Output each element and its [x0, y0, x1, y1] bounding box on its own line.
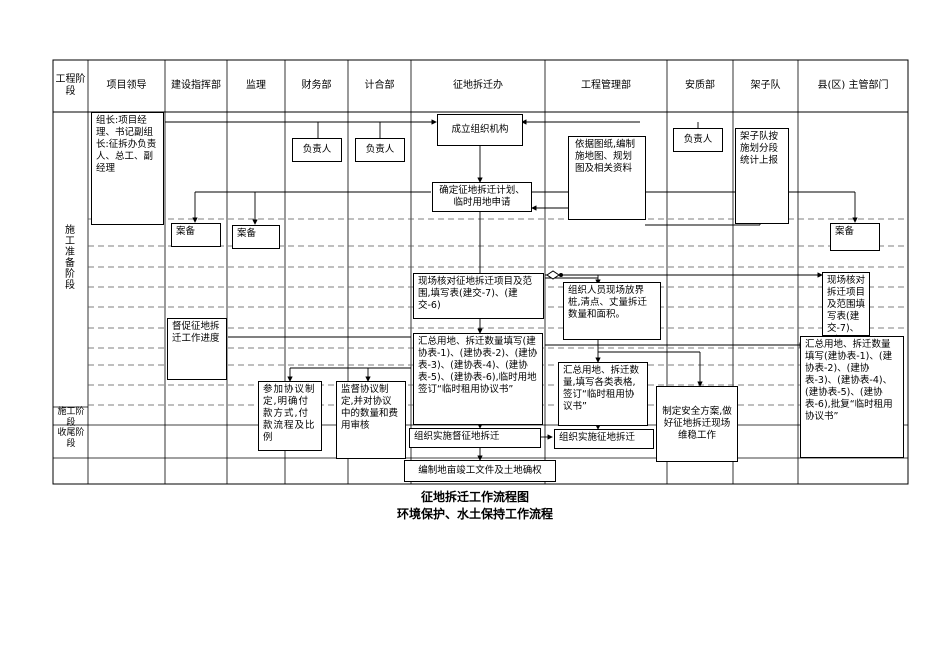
county-summary-box: 汇总用地、拆迁数量填写(建协表-1)、(建协表-2)、(建协表-3)、(建协表-…: [800, 336, 904, 458]
header-engineering: 工程管理部: [581, 80, 631, 91]
leader-group-box: 组长:项目经理、书记副组长:征拆办负责人、总工、副经理: [91, 112, 164, 225]
implement-main-box: 组织实施督征地拆迁: [409, 428, 541, 448]
header-team: 架子队: [750, 80, 781, 91]
phase-closing: 收尾阶段: [57, 428, 85, 449]
record-hq-box: 案备: [171, 223, 221, 247]
header-planning: 计合部: [364, 80, 395, 91]
finance-owner-box: 负责人: [292, 138, 342, 162]
implement-eng-box: 组织实施征地拆迁: [554, 429, 654, 449]
finance-agreement-box: 参加协议制定,明确付款方式,付款流程及比例: [258, 381, 322, 451]
team-plan-box: 架子队按施划分段统计上报: [735, 128, 789, 224]
header-land-office: 征地拆迁办: [453, 80, 503, 91]
phase-prep: 施工准备阶段: [65, 225, 75, 291]
completion-box: 编制地亩竣工文件及土地确权: [404, 460, 556, 482]
organize-survey-box: 组织人员现场放界桩,清点、丈量拆迁数量和面积。: [563, 282, 661, 340]
verify-scope-box: 现场核对征地拆迁项目及范围,填写表(建交-7)、(建交-6): [413, 273, 544, 319]
safety-plan-box: 制定安全方案,做好征地拆迁现场维稳工作: [656, 386, 738, 462]
safety-owner-box: 负责人: [673, 128, 723, 152]
chart-title: 征地拆迁工作流程图: [420, 490, 529, 504]
header-phase: 工程阶段: [55, 74, 86, 97]
summary-main-box: 汇总用地、拆迁数量填写(建协表-1)、(建协表-2)、(建协表-3)、(建协表-…: [413, 333, 543, 425]
chart-subtitle: 环境保护、水土保持工作流程: [396, 507, 553, 521]
header-county: 县(区) 主管部门: [817, 80, 889, 91]
record-county-box: 案备: [830, 223, 880, 251]
header-hq: 建设指挥部: [171, 80, 221, 91]
setup-org-box: 成立组织机构: [437, 114, 523, 146]
phase-construction: 施工阶段: [57, 407, 85, 428]
plan-supervise-box: 监督协议制定,并对协议中的数量和费用审核: [336, 381, 406, 459]
urge-progress-box: 督促征地拆迁工作进度: [167, 318, 227, 380]
record-supervision-box: 案备: [232, 225, 280, 249]
header-safety: 安质部: [685, 80, 715, 91]
header-supervision: 监理: [246, 80, 266, 91]
county-verify-box: 现场核对拆迁项目及范围填写表(建交-7)、(建: [822, 272, 870, 336]
header-project-leader: 项目领导: [106, 80, 147, 91]
plan-owner-box: 负责人: [355, 138, 405, 162]
eng-summary-box: 汇总用地、拆迁数量,填写各类表格,签订“临时租用协议书”: [558, 362, 648, 426]
header-finance: 财务部: [301, 80, 332, 91]
eng-basis-box: 依据图纸,编制施地图、规划图及相关资料: [568, 136, 646, 220]
determine-plan-box: 确定征地拆迁计划、临时用地申请: [432, 182, 532, 212]
